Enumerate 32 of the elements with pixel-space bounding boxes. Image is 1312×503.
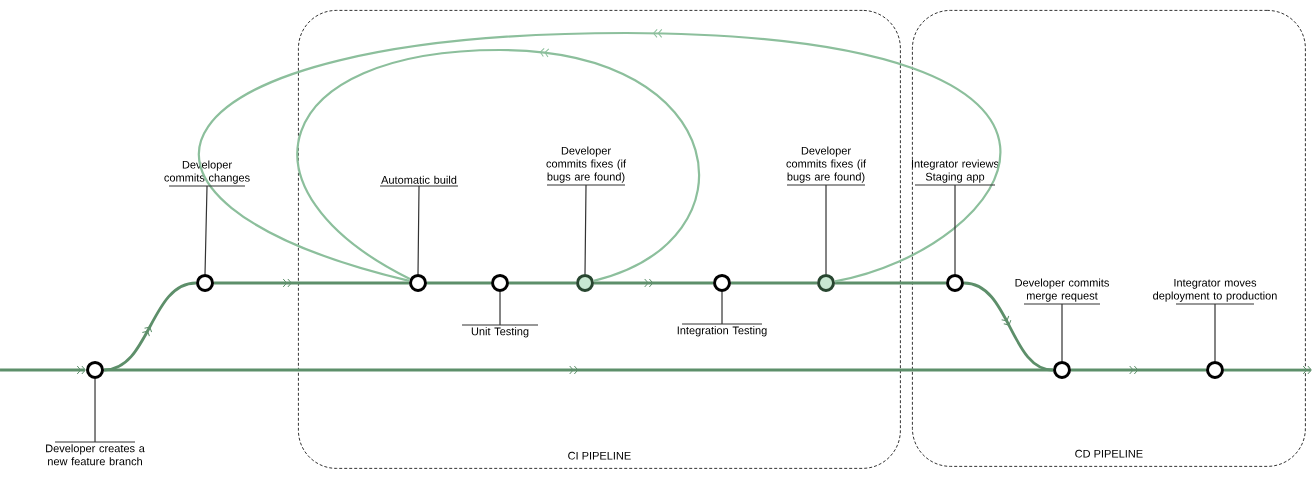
commit-circle: [409, 274, 427, 292]
flow-arrow: [1224, 365, 1312, 375]
step-label: Unit Testing: [471, 327, 529, 338]
step-label: Integration Testing: [677, 326, 767, 337]
step-label: Developer commits fixes (if bugs are found): [786, 146, 867, 183]
commit-circle: [491, 274, 509, 292]
leader-line: [681, 291, 763, 325]
commit-circle: [1053, 361, 1071, 379]
leader-line: [168, 185, 246, 275]
leader-line: [914, 184, 996, 275]
commit-circle: [576, 274, 594, 292]
step-label: Developer commits fixes (if bugs are found): [546, 146, 627, 183]
step-label: Automatic build: [381, 175, 457, 184]
commit-circle: [86, 361, 104, 379]
commit-circle: [196, 274, 214, 292]
commit-circle: [817, 274, 835, 292]
commit-circle: [1206, 361, 1224, 379]
leader-line: [786, 184, 866, 275]
commit-circle: [946, 274, 964, 292]
commit-circle: [713, 274, 731, 292]
leader-line: [546, 184, 626, 275]
step-label: Integrator reviews Staging app: [912, 159, 999, 183]
leader-line: [1175, 303, 1255, 362]
leader-line: [379, 185, 459, 275]
leader-line: [54, 378, 136, 443]
leader-line: [1023, 303, 1101, 362]
step-label: Developer commits changes: [164, 160, 250, 184]
step-label: Integrator moves deployment to production: [1153, 278, 1277, 302]
step-label: Developer commits merge request: [1015, 278, 1109, 302]
step-label: Developer creates a new feature branch: [46, 444, 145, 466]
leader-line: [461, 291, 539, 326]
flow-arrow: [0, 365, 86, 375]
